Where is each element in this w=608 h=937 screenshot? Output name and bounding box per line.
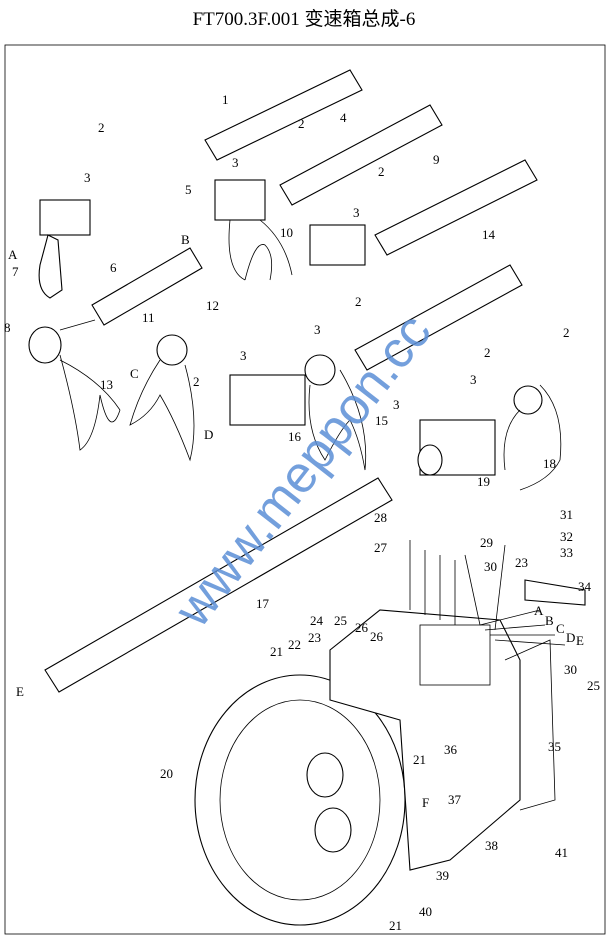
callout-3: 3: [393, 397, 400, 412]
callout-C: C: [556, 621, 565, 636]
shift-block-16: [229, 374, 306, 426]
callout-8: 8: [4, 320, 11, 335]
callout-26: 26: [370, 629, 384, 644]
callout-4: 4: [340, 110, 347, 125]
callout-F: F: [422, 795, 429, 810]
fork-5: [214, 179, 293, 281]
shaft-6: [91, 247, 203, 326]
callout-3: 3: [232, 155, 239, 170]
callout-38: 38: [485, 838, 498, 853]
callout-29: 29: [480, 535, 493, 550]
callout-30: 30: [484, 559, 497, 574]
fork-8: [28, 319, 121, 451]
callout-labels: 1 2 3 2 3 4 5 2 3 9 10 14 A 7 B 6 12 11 …: [4, 92, 600, 933]
callout-34: 34: [578, 579, 592, 594]
callout-2: 2: [98, 120, 105, 135]
shaft-9: [374, 159, 538, 256]
callout-27: 27: [374, 540, 388, 555]
callout-D: D: [566, 630, 575, 645]
callout-10: 10: [280, 225, 293, 240]
bracket-34: [524, 579, 586, 606]
shift-block-10: [309, 224, 366, 266]
callout-21: 21: [413, 752, 426, 767]
callout-41: 41: [555, 845, 568, 860]
callout-18: 18: [543, 456, 556, 471]
callout-25: 25: [587, 678, 600, 693]
callout-9: 9: [433, 152, 440, 167]
gearbox-housing-35: [194, 609, 556, 926]
shaft-17: [44, 477, 393, 693]
shaft-1: [204, 69, 363, 161]
callout-6: 6: [110, 260, 117, 275]
shaft-14: [354, 264, 523, 371]
callout-19: 19: [477, 474, 490, 489]
callout-E: E: [576, 633, 584, 648]
callout-17: 17: [256, 596, 270, 611]
callout-3: 3: [470, 372, 477, 387]
fork-15: [304, 354, 367, 471]
callout-23: 23: [308, 630, 321, 645]
callout-2: 2: [298, 116, 305, 131]
callout-B: B: [545, 613, 554, 628]
fork-18: [503, 384, 562, 491]
callout-26: 26: [355, 620, 369, 635]
callout-21: 21: [389, 918, 402, 933]
callout-24: 24: [310, 613, 324, 628]
callout-11: 11: [142, 310, 155, 325]
callout-2: 2: [193, 374, 200, 389]
callout-A: A: [8, 247, 18, 262]
callout-3: 3: [353, 205, 360, 220]
callout-A: A: [534, 603, 544, 618]
callout-37: 37: [448, 792, 462, 807]
callout-3: 3: [84, 170, 91, 185]
callout-14: 14: [482, 227, 496, 242]
callout-15: 15: [375, 413, 388, 428]
callout-35: 35: [548, 739, 561, 754]
callout-33: 33: [560, 545, 573, 560]
callout-32: 32: [560, 529, 573, 544]
callout-28: 28: [374, 510, 387, 525]
shaft-4: [279, 104, 443, 206]
callout-D: D: [204, 427, 213, 442]
callout-3: 3: [314, 322, 321, 337]
callout-22: 22: [288, 637, 301, 652]
callout-B: B: [181, 232, 190, 247]
shift-block-19: [417, 419, 496, 476]
callout-20: 20: [160, 766, 173, 781]
callout-7: 7: [12, 264, 19, 279]
fork-13: [129, 334, 195, 462]
callout-2: 2: [563, 325, 570, 340]
callout-1: 1: [222, 92, 229, 107]
callout-23: 23: [515, 555, 528, 570]
callout-39: 39: [436, 868, 449, 883]
callout-36: 36: [444, 742, 458, 757]
shift-block-7: [38, 199, 91, 299]
callout-30: 30: [564, 662, 577, 677]
callout-13: 13: [100, 377, 113, 392]
callout-25: 25: [334, 613, 347, 628]
callout-40: 40: [419, 904, 432, 919]
callout-2: 2: [355, 294, 362, 309]
callout-3: 3: [240, 348, 247, 363]
frame-border: [4, 44, 606, 935]
callout-5: 5: [185, 182, 192, 197]
callout-2: 2: [378, 164, 385, 179]
callout-12: 12: [206, 298, 219, 313]
callout-C: C: [130, 366, 139, 381]
callout-E: E: [16, 684, 24, 699]
callout-16: 16: [288, 429, 302, 444]
callout-31: 31: [560, 507, 573, 522]
diagram-title: FT700.3F.001 变速箱总成-6: [192, 9, 416, 30]
watermark: www.meppon.cc: [163, 303, 442, 638]
callout-21: 21: [270, 644, 283, 659]
callout-2: 2: [484, 345, 491, 360]
